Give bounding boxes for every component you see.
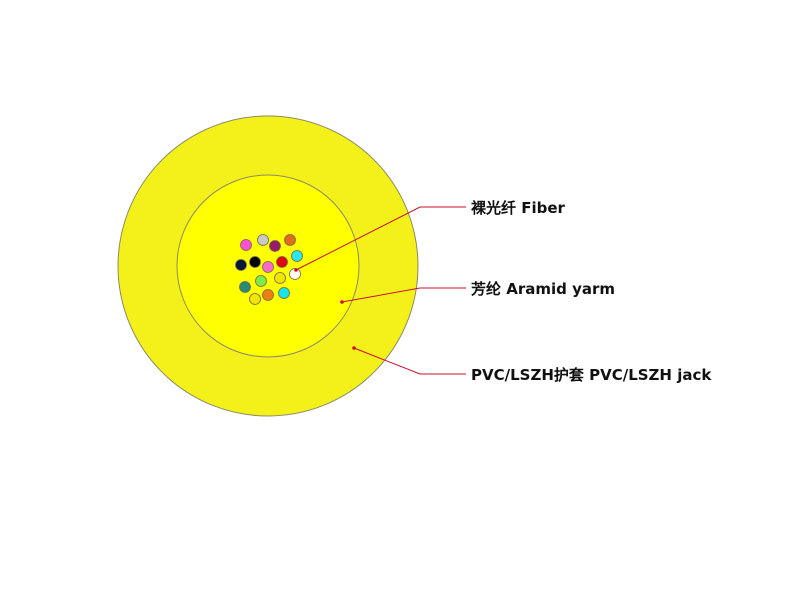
aramid-leader-line [341, 287, 466, 303]
fiber-core [249, 256, 261, 268]
fiber-core [257, 234, 269, 246]
fiber-core [284, 234, 296, 246]
fiber-label: 裸光纤 Fiber [471, 199, 566, 217]
jacket-leader-line [353, 347, 466, 375]
fiber-bundle [235, 234, 303, 305]
fiber-core [291, 250, 303, 262]
jacket-label: PVC/LSZH护套 PVC/LSZH jack [471, 366, 712, 384]
fiber-core [235, 259, 247, 271]
fiber-core [262, 289, 274, 301]
aramid-leader-dot [340, 300, 344, 304]
fiber-core [278, 287, 290, 299]
fiber-core [255, 275, 267, 287]
fiber-core [269, 240, 281, 252]
fiber-core [239, 281, 251, 293]
fiber-leader-line [295, 206, 466, 271]
jacket-leader-dot [352, 346, 356, 350]
fiber-core [274, 272, 286, 284]
fiber-core [289, 268, 301, 280]
fiber-core [249, 293, 261, 305]
fiber-leader-dot [294, 268, 298, 272]
leader-lines [294, 206, 466, 375]
fiber-core [276, 256, 288, 268]
fiber-core [240, 239, 252, 251]
fiber-core [262, 261, 274, 273]
aramid-label: 芳纶 Aramid yarm [471, 280, 615, 298]
